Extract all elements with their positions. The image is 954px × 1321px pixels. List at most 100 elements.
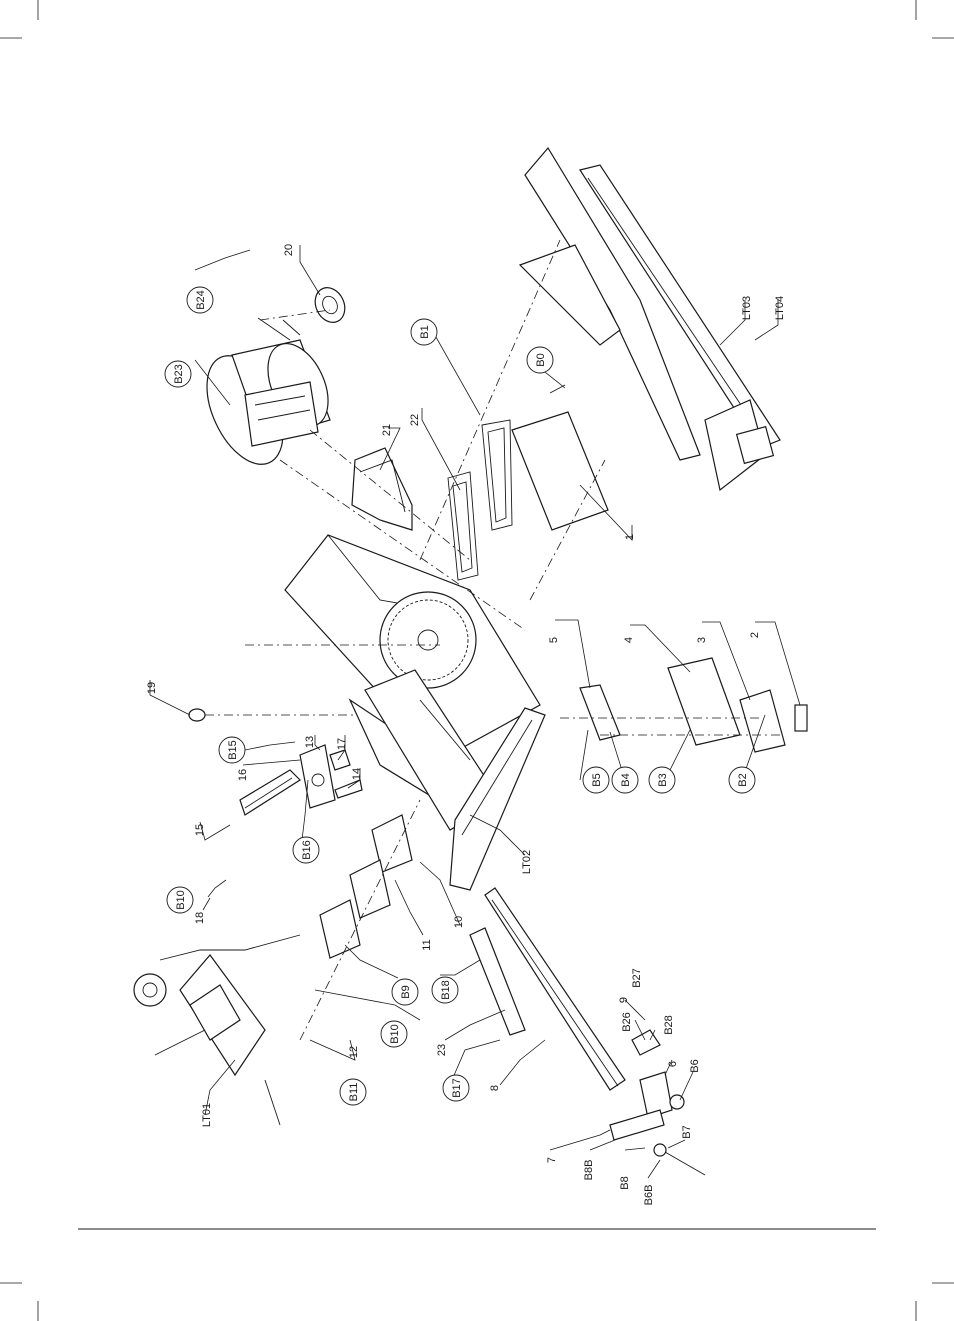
callout-label: B2	[737, 773, 749, 786]
label-4: 4	[623, 637, 635, 643]
callout-label: B9	[400, 985, 412, 998]
parts-drawing	[134, 148, 807, 1178]
label-LT01: LT01	[201, 1103, 213, 1127]
label-1: 1	[624, 534, 636, 540]
left-frame	[134, 935, 300, 1125]
callout-label: B23	[173, 364, 185, 384]
callout-B11: B11	[340, 1079, 366, 1105]
label-15: 15	[194, 824, 206, 836]
label-B6B: B6B	[643, 1185, 655, 1206]
part-label: 7	[546, 1157, 558, 1163]
label-22: 22	[409, 414, 421, 426]
part-label: 5	[548, 637, 560, 643]
part-label: LT02	[521, 850, 533, 874]
part-label: 4	[623, 637, 635, 643]
callout-label: B0	[535, 353, 547, 366]
label-LT04: LT04	[774, 296, 786, 320]
part-label: B6	[689, 1059, 701, 1072]
part-label: 11	[421, 939, 433, 950]
label-B7: B7	[681, 1125, 693, 1138]
label-B8B: B8B	[583, 1160, 595, 1181]
part-label: 12	[348, 1046, 360, 1058]
part-label: B26	[621, 1012, 633, 1032]
label-B8: B8	[619, 1176, 631, 1189]
label-B27: B27	[631, 968, 643, 988]
label-5: 5	[548, 637, 560, 643]
drive-belts	[448, 420, 512, 580]
part-label: 1	[624, 534, 636, 540]
label-6: 6	[667, 1061, 679, 1067]
part-label: 19	[146, 682, 158, 694]
part-label: 10	[453, 916, 465, 928]
label-21: 21	[381, 424, 393, 436]
part-label: 21	[381, 424, 393, 436]
callout-B9: B9	[392, 979, 418, 1005]
part-label: 6	[667, 1061, 679, 1067]
motor-bracket	[352, 448, 412, 530]
callout-label: B1	[419, 325, 431, 338]
callout-label: B24	[195, 290, 207, 310]
part-label: B8	[619, 1176, 631, 1189]
label-7: 7	[546, 1157, 558, 1163]
callout-B10-bottom: B10	[381, 1021, 407, 1047]
part-label: 15	[194, 824, 206, 836]
label-18: 18	[194, 912, 206, 924]
part-label: B6B	[643, 1185, 655, 1206]
part-label: 14	[351, 768, 363, 780]
part-label: LT03	[741, 296, 753, 320]
part-label: 9	[618, 997, 630, 1003]
callout-label: B10	[389, 1024, 401, 1044]
callout-label: B17	[451, 1078, 463, 1098]
callout-B16: B16	[293, 837, 319, 863]
part-label: 2	[749, 632, 761, 638]
callout-label: B4	[620, 773, 632, 786]
callout-label: B10	[175, 890, 187, 910]
label-B6: B6	[689, 1059, 701, 1072]
small-parts	[610, 1030, 705, 1175]
callout-label: B3	[657, 773, 669, 786]
part-label: LT01	[201, 1103, 213, 1127]
motor	[191, 334, 340, 476]
callout-B2: B2	[729, 767, 755, 793]
part-label: 16	[237, 769, 249, 781]
label-LT02: LT02	[521, 850, 533, 874]
callout-B17: B17	[443, 1075, 469, 1101]
part-label: 22	[409, 414, 421, 426]
part-label: B8B	[583, 1160, 595, 1181]
label-17: 17	[336, 738, 348, 750]
callout-label: B16	[301, 840, 313, 860]
part-label: 17	[336, 738, 348, 750]
callout-label: B18	[440, 980, 452, 1000]
label-3: 3	[696, 637, 708, 643]
extension-parts	[580, 658, 807, 752]
callout-B24: B24	[187, 287, 213, 313]
label-13: 13	[304, 736, 316, 748]
part-label: LT04	[774, 296, 786, 320]
callout-B15: B15	[219, 737, 245, 763]
callout-B5: B5	[583, 767, 609, 793]
label-2: 2	[749, 632, 761, 638]
label-12: 12	[348, 1046, 360, 1058]
callout-B3: B3	[649, 767, 675, 793]
callout-B4: B4	[612, 767, 638, 793]
fence	[470, 888, 625, 1090]
label-14: 14	[351, 768, 363, 780]
part-label: 8	[489, 1085, 501, 1091]
label-16: 16	[237, 769, 249, 781]
label-23: 23	[436, 1044, 448, 1056]
callout-B10-top: B10	[167, 887, 193, 913]
part-label: 3	[696, 637, 708, 643]
callout-label: B5	[591, 773, 603, 786]
label-8: 8	[489, 1085, 501, 1091]
callout-label: B11	[348, 1083, 360, 1102]
callout-label: B15	[227, 740, 239, 760]
label-20: 20	[283, 244, 295, 256]
label-19: 19	[146, 682, 158, 694]
cover-plate	[512, 412, 608, 530]
label-LT03: LT03	[741, 296, 753, 320]
callout-B0: B0	[527, 347, 553, 373]
label-10: 10	[453, 916, 465, 928]
part-label: B7	[681, 1125, 693, 1138]
part-label: 20	[283, 244, 295, 256]
